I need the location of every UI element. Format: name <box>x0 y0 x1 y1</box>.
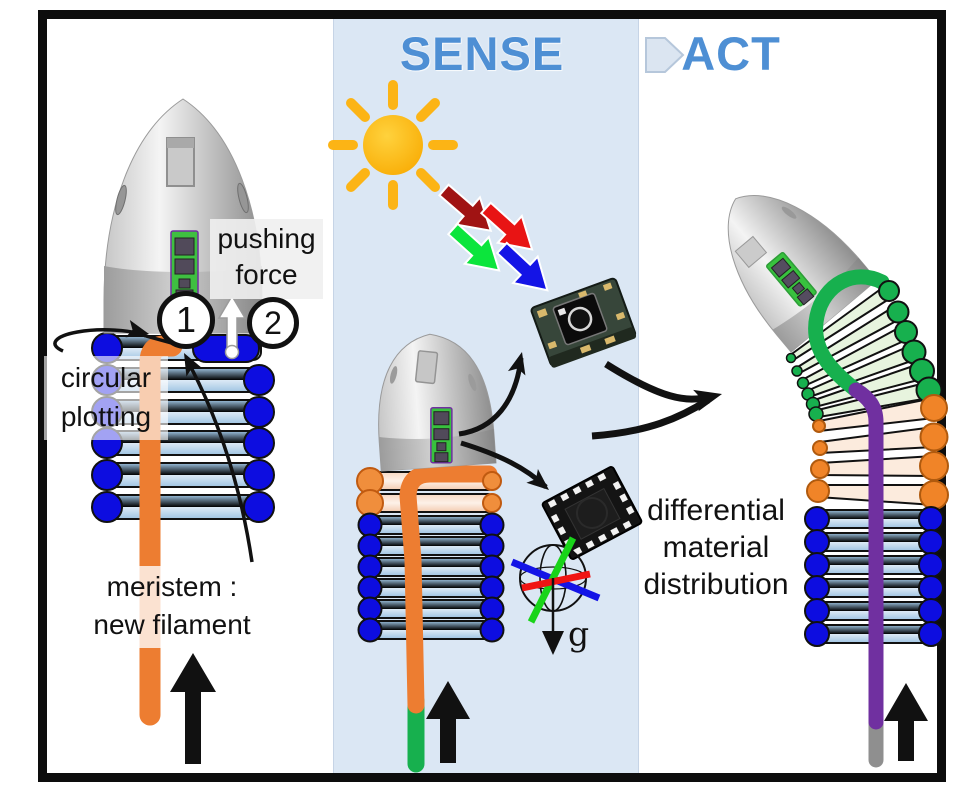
circular-plotting-line1: circular <box>60 362 152 393</box>
red-axis <box>521 570 591 592</box>
growth-up-arrow-middle <box>426 681 470 763</box>
meristem-line1: meristem : <box>106 571 238 602</box>
step-1-badge: 1 <box>157 291 215 349</box>
gravity-label: g <box>568 614 590 653</box>
gravity-arrow <box>542 578 564 655</box>
meristem-label: meristem : new filament <box>60 566 284 648</box>
middle-robot <box>356 333 505 773</box>
differential-material-label: differential material distribution <box>616 492 816 603</box>
sensor-strip-icon <box>430 406 453 464</box>
cone-vent <box>468 373 477 391</box>
pushing-force-line1: pushing <box>217 223 316 254</box>
cone-slot <box>414 350 439 385</box>
sense-to-act-arrow <box>591 361 725 440</box>
sensor-strip-icon <box>766 251 817 307</box>
green-filament <box>808 269 890 398</box>
middle-coil-circles <box>356 467 505 643</box>
middle-cone <box>378 333 497 472</box>
pushing-force-line2: force <box>235 259 298 290</box>
pushing-force-arrow <box>217 294 247 360</box>
cone-vent <box>115 184 127 216</box>
middle-robot-body <box>368 471 494 640</box>
cone-vent <box>781 206 797 219</box>
growth-up-arrow-right <box>884 683 928 761</box>
right-coil-circles <box>785 280 949 647</box>
sense-title: SENSE <box>399 27 565 80</box>
purple-filament <box>848 382 884 730</box>
imu-chip-icon <box>541 466 643 560</box>
cone-vent <box>237 182 249 214</box>
sense-to-light-arrow <box>458 349 531 437</box>
light-sensor-chip-icon <box>530 277 637 368</box>
chevron-right-icon <box>645 37 685 73</box>
right-robot <box>727 195 949 768</box>
differential-line3: distribution <box>643 568 789 601</box>
middle-filament <box>399 465 498 714</box>
meristem-arrow <box>176 348 254 563</box>
circular-plotting-label: circular plotting <box>44 356 168 440</box>
sunlight-arrows <box>431 175 561 305</box>
cone-slot <box>734 235 768 269</box>
pushing-force-label: pushing force <box>210 219 323 299</box>
meristem-line2: new filament <box>93 609 251 640</box>
differential-line2: material <box>662 531 770 564</box>
growth-up-arrow-left <box>170 653 216 764</box>
differential-line1: differential <box>647 494 785 527</box>
sense-to-imu-arrow <box>460 440 555 497</box>
act-title: ACT <box>681 27 781 80</box>
step-2-badge: 2 <box>247 297 299 349</box>
sun-icon <box>328 80 458 210</box>
circular-plotting-line2: plotting <box>60 401 152 432</box>
cone-vent <box>389 366 398 384</box>
